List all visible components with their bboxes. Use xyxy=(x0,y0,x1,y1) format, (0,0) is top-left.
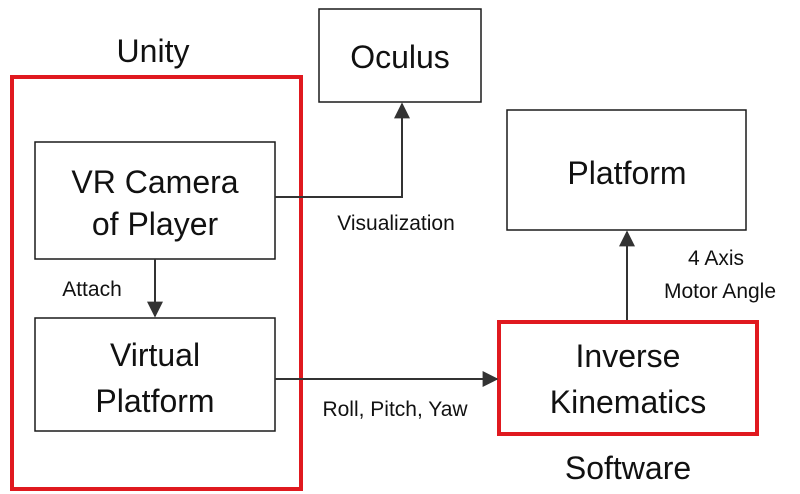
software-group-label: Software xyxy=(565,450,691,486)
virtual-platform-label-line2: Platform xyxy=(95,383,214,419)
virtual-platform-label-line1: Virtual xyxy=(110,337,200,373)
platform-label: Platform xyxy=(567,155,686,191)
motor-angle-label-line1: 4 Axis xyxy=(688,247,744,270)
visualization-arrow xyxy=(275,102,410,198)
vr-camera-box xyxy=(34,141,276,260)
platform-box xyxy=(506,109,747,231)
inverse-kinematics-box xyxy=(497,320,759,436)
unity-group-label: Unity xyxy=(117,33,190,69)
inverse-kinematics-label-line1: Inverse xyxy=(576,338,681,374)
vr-camera-label-line2: of Player xyxy=(92,206,219,242)
inverse-kinematics-label-line2: Kinematics xyxy=(550,384,707,420)
vr-camera-label-line1: VR Camera xyxy=(71,164,238,200)
attach-label: Attach xyxy=(62,278,122,301)
roll-pitch-yaw-label: Roll, Pitch, Yaw xyxy=(322,398,468,421)
unity-group-border xyxy=(10,75,303,491)
oculus-box xyxy=(318,8,482,103)
oculus-label: Oculus xyxy=(350,39,450,75)
motor-angle-label-line2: Motor Angle xyxy=(664,280,776,303)
visualization-label: Visualization xyxy=(337,212,455,235)
virtual-platform-box xyxy=(34,317,276,432)
